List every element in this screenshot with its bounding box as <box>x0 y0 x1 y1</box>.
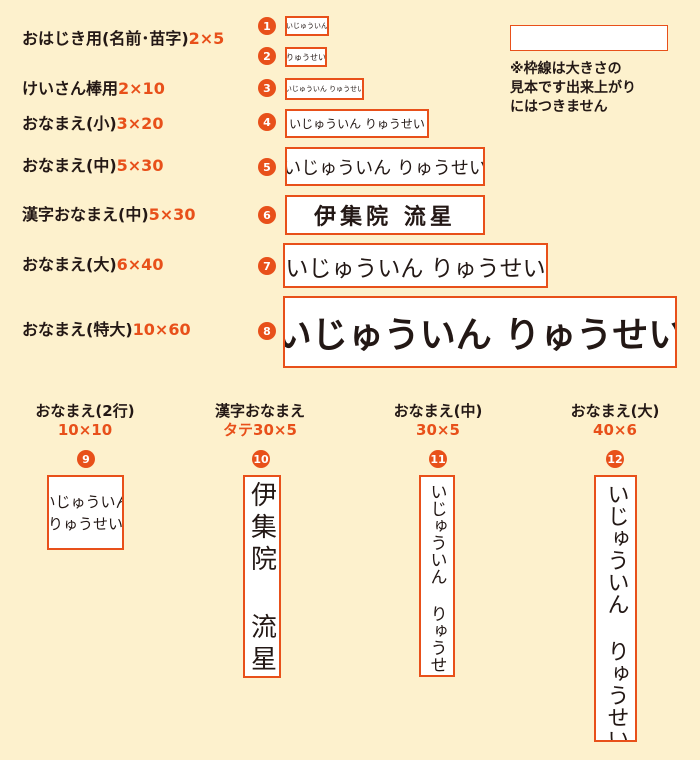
badge-6: 6 <box>258 206 276 224</box>
note-line-3: にはつきません <box>510 99 608 115</box>
row-3-label: けいさん棒用2×10 <box>22 79 165 99</box>
sample-8-text: いじゅういん りゅうせい <box>283 315 677 356</box>
row-1-name: おはじき用(名前･苗字) <box>22 29 189 48</box>
column-11-header: おなまえ(中) 30×5 <box>363 402 513 440</box>
sample-box-4: いじゅういん りゅうせい <box>285 109 429 138</box>
column-9-header: おなまえ(2行) 10×10 <box>10 402 160 440</box>
column-11-size: 30×5 <box>416 421 460 439</box>
sample-6-text: 伊集院 流星 <box>314 205 456 230</box>
note-line-2: 見本です出来上がり <box>510 80 636 96</box>
sample-9-line-2: りゅうせい <box>48 514 124 533</box>
row-3-size: 2×10 <box>118 79 165 98</box>
badge-3: 3 <box>258 79 276 97</box>
row-5-label: おなまえ(中)5×30 <box>22 156 163 176</box>
column-9-size: 10×10 <box>57 421 113 439</box>
badge-1: 1 <box>258 17 276 35</box>
row-4-name: おなまえ(小) <box>22 114 117 133</box>
column-10-size: タテ30×5 <box>223 421 297 439</box>
sample-box-6: 伊集院 流星 <box>285 195 485 235</box>
row-6-size: 5×30 <box>148 205 196 224</box>
badge-2: 2 <box>258 47 276 65</box>
column-12-size: 40×6 <box>593 421 637 439</box>
row-5-size: 5×30 <box>116 156 164 175</box>
row-3-name: けいさん棒用 <box>22 79 119 98</box>
sample-7-text: いじゅういん りゅうせい <box>285 255 546 282</box>
badge-4: 4 <box>258 113 276 131</box>
badge-7: 7 <box>258 257 276 275</box>
badge-5: 5 <box>258 158 276 176</box>
row-4-size: 3×20 <box>116 114 164 133</box>
badge-10: 10 <box>252 450 270 468</box>
row-7-name: おなまえ(大) <box>22 255 117 274</box>
sample-box-8: いじゅういん りゅうせい <box>283 296 677 368</box>
badge-8: 8 <box>258 322 276 340</box>
badge-12: 12 <box>606 450 624 468</box>
sample-box-9: いじゅういん りゅうせい <box>47 475 124 550</box>
sample-9-line-1: いじゅういん <box>49 492 122 511</box>
sample-box-7: いじゅういん りゅうせい <box>283 243 548 288</box>
row-5-name: おなまえ(中) <box>22 156 117 175</box>
sample-box-12: いじゅういん りゅうせい <box>594 475 637 742</box>
sample-2-text: りゅうせい <box>286 52 326 62</box>
column-10-header: 漢字おなまえ タテ30×5 <box>185 402 335 440</box>
sample-3-text: いじゅういん りゅうせい <box>285 85 364 93</box>
sample-box-11: いじゅういん りゅうせい <box>419 475 455 677</box>
row-8-label: おなまえ(特大)10×60 <box>22 320 191 340</box>
row-4-label: おなまえ(小)3×20 <box>22 114 163 134</box>
row-8-size: 10×60 <box>132 320 191 339</box>
row-7-label: おなまえ(大)6×40 <box>22 255 163 275</box>
column-9-title: おなまえ(2行) <box>35 402 135 420</box>
row-1-size: 2×5 <box>188 29 225 48</box>
sample-box-3: いじゅういん りゅうせい <box>285 78 364 100</box>
sample-box-1: いじゅういん <box>285 16 329 36</box>
column-11-title: おなまえ(中) <box>393 402 483 420</box>
sample-4-text: いじゅういん りゅうせい <box>289 117 425 131</box>
row-6-name: 漢字おなまえ(中) <box>22 205 149 224</box>
outline-sample-box <box>510 25 668 51</box>
note-line-1: ※枠線は大きさの <box>510 61 622 77</box>
badge-9: 9 <box>77 450 95 468</box>
badge-11: 11 <box>429 450 447 468</box>
sample-box-5: いじゅういん りゅうせい <box>285 147 485 186</box>
row-8-name: おなまえ(特大) <box>22 320 133 339</box>
sample-box-2: りゅうせい <box>285 47 327 67</box>
column-12-title: おなまえ(大) <box>570 402 660 420</box>
column-10-title: 漢字おなまえ <box>214 402 305 420</box>
sample-12-text: いじゅういん りゅうせい <box>603 483 629 742</box>
sample-box-10: 伊集院 流星 <box>243 475 281 678</box>
row-6-label: 漢字おなまえ(中)5×30 <box>22 205 195 225</box>
sample-5-text: いじゅういん りゅうせい <box>285 157 485 179</box>
sample-10-text: 伊集院 流星 <box>246 481 277 677</box>
column-12-header: おなまえ(大) 40×6 <box>540 402 690 440</box>
sample-1-text: いじゅういん <box>286 22 328 30</box>
row-7-size: 6×40 <box>116 255 164 274</box>
sample-11-text: いじゅういん りゅうせい <box>426 483 447 677</box>
note-text: ※枠線は大きさの 見本です出来上がり にはつきません <box>510 60 636 117</box>
row-1-label: おはじき用(名前･苗字)2×5 <box>22 29 224 49</box>
